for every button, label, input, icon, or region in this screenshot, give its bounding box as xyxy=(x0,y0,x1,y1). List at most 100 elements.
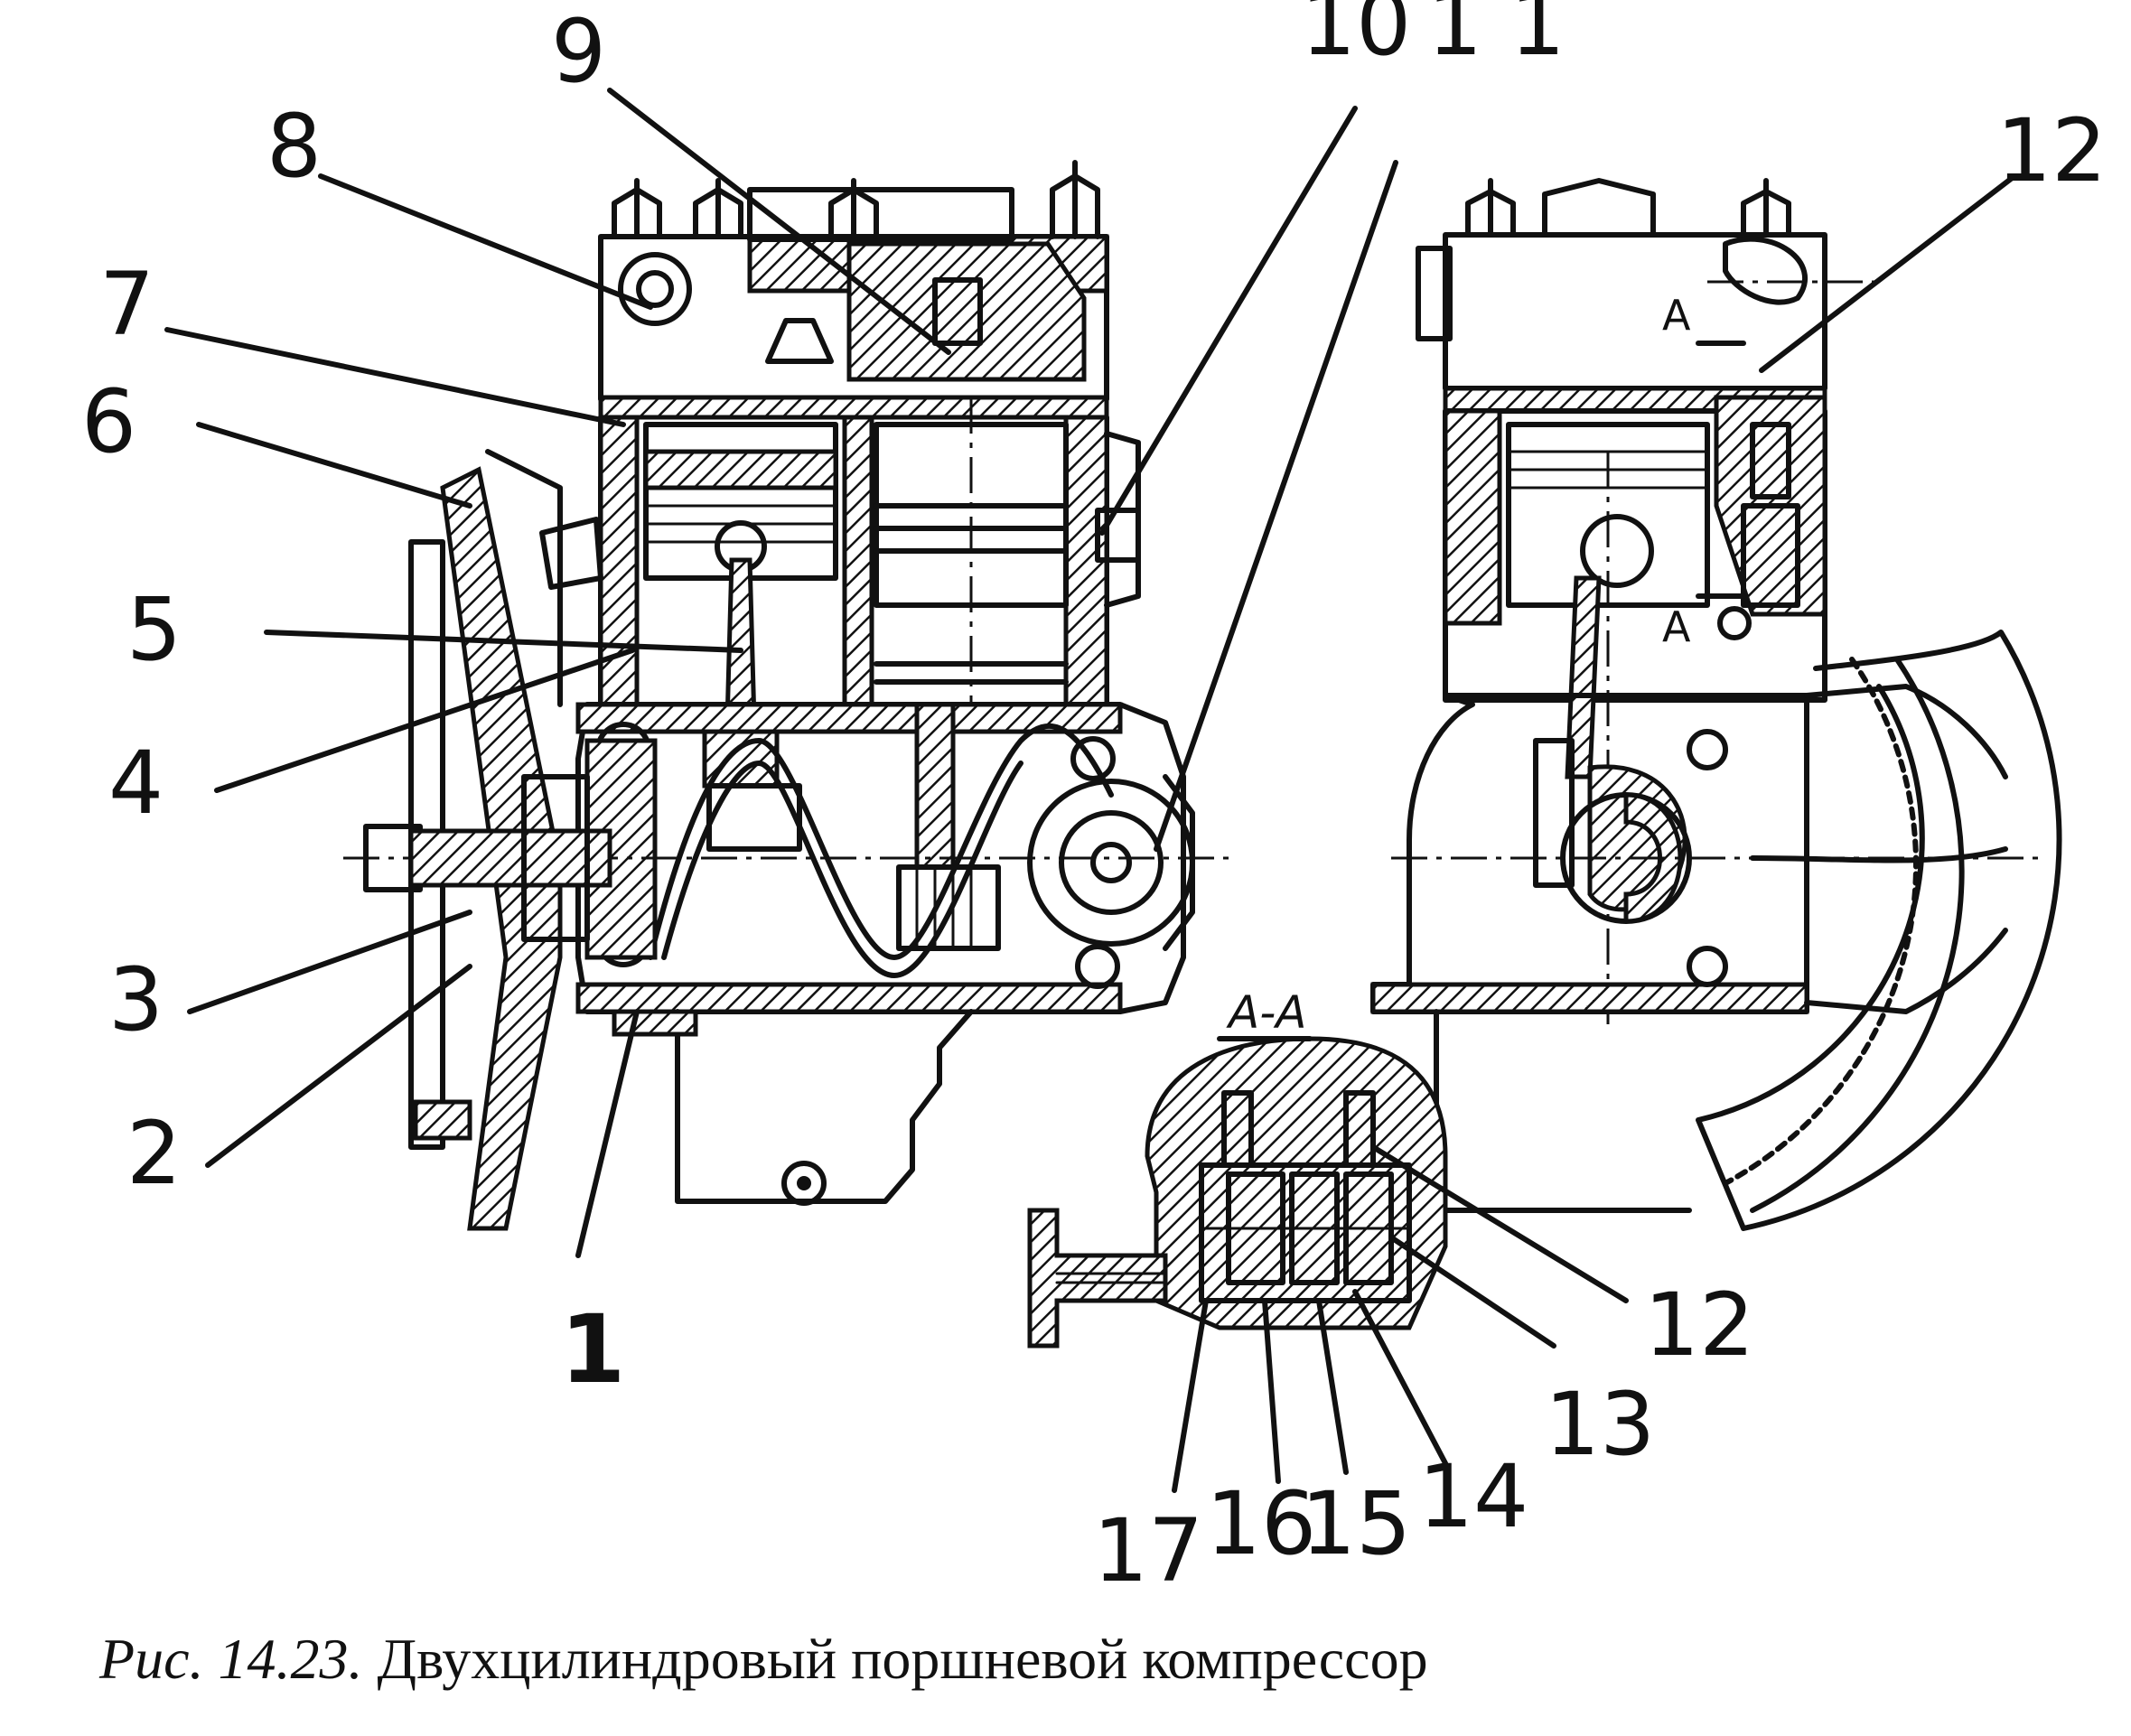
leader-13 xyxy=(1388,1235,1556,1349)
outlet-pipe xyxy=(1027,1208,1168,1349)
side-head-boss xyxy=(1416,246,1453,341)
discharge-valve-body xyxy=(846,241,1087,382)
left-piston xyxy=(643,422,838,581)
callout-15: 15 xyxy=(1301,1473,1411,1574)
callout-7: 7 xyxy=(99,254,154,355)
side-piston-pin xyxy=(1580,514,1654,588)
leader-7 xyxy=(164,327,626,427)
drive-shaft xyxy=(408,828,612,888)
inlet-valve xyxy=(765,318,834,364)
shaft-seal xyxy=(521,774,590,942)
leader-15 xyxy=(1316,1298,1349,1475)
section-mark-upper: A xyxy=(1662,291,1691,340)
callout-12-detail: 12 xyxy=(1644,1274,1754,1376)
crankcase-top-flange xyxy=(575,702,1123,734)
side-head-bolts xyxy=(1465,178,1791,238)
leader-17 xyxy=(1172,1298,1209,1493)
side-head-cover xyxy=(1542,178,1656,238)
valve-cavity xyxy=(1199,1162,1412,1303)
leader-11 xyxy=(1154,160,1398,852)
callout-9: 9 xyxy=(551,1,606,102)
callout-13: 13 xyxy=(1545,1374,1655,1475)
callout-5: 5 xyxy=(126,579,182,680)
callout-10: 10 xyxy=(1301,0,1411,75)
valve-stud-right xyxy=(1343,1090,1376,1168)
pulley-key xyxy=(413,1099,472,1141)
pulley-web-upper xyxy=(485,449,563,707)
head-cover xyxy=(747,187,1014,242)
rear-gear-hub xyxy=(1059,810,1164,915)
callout-2: 2 xyxy=(126,1103,182,1204)
side-jacket-left xyxy=(1443,408,1502,626)
leader-1 xyxy=(575,1009,640,1258)
head-gasket xyxy=(598,395,1109,420)
callout-numbers: 1 2 3 4 5 6 7 8 9 10 1 1 12 12 13 14 15 … xyxy=(81,0,2107,1601)
side-valve-upper xyxy=(1750,422,1791,499)
inlet-port-inner xyxy=(636,270,674,308)
leader-12-detail xyxy=(1370,1144,1629,1303)
leader-9 xyxy=(607,88,951,355)
callout-8: 8 xyxy=(266,96,322,197)
callout-17: 17 xyxy=(1093,1500,1203,1601)
valve-stud-left xyxy=(1221,1090,1254,1168)
side-port xyxy=(1723,236,1808,305)
side-oil-sump xyxy=(1434,1009,1692,1213)
callout-4: 4 xyxy=(108,733,164,834)
crankcase xyxy=(575,702,1186,1014)
side-base-flange xyxy=(1370,982,1809,1014)
figure-title: Двухцилиндровый поршневой компрессор xyxy=(377,1627,1428,1691)
section-title: A-A xyxy=(1226,986,1306,1039)
head-bolts xyxy=(612,160,1100,239)
rear-gear xyxy=(1027,779,1195,947)
fan-bracket xyxy=(539,517,603,590)
callout-16: 16 xyxy=(1206,1473,1316,1574)
inlet-port xyxy=(618,252,692,326)
leader-lines xyxy=(164,88,2017,1493)
leader-16 xyxy=(1262,1298,1281,1484)
flywheel-spoke-bottom xyxy=(1804,928,2008,1014)
left-cylinder-wall xyxy=(598,415,640,718)
leader-4 xyxy=(214,648,635,793)
side-view xyxy=(1370,178,2062,1231)
flywheel-spoke-mid xyxy=(1750,846,2008,863)
rod-cap-left xyxy=(706,783,802,852)
callout-1: 1 xyxy=(560,1294,625,1405)
section-a-a-view xyxy=(1027,1036,1448,1349)
leader-8 xyxy=(318,173,653,310)
right-cylinder-wall xyxy=(1063,415,1109,727)
rod-big-end-right xyxy=(896,864,1001,951)
flywheel-spoke-top xyxy=(1804,684,2008,779)
drain-plug xyxy=(781,1161,827,1206)
leader-3 xyxy=(187,910,472,1014)
side-valve-lower xyxy=(1741,503,1800,608)
callout-3: 3 xyxy=(108,949,164,1050)
leader-12-top xyxy=(1759,173,2017,373)
leader-5 xyxy=(264,630,743,653)
connecting-rod-left xyxy=(724,557,757,725)
leader-14 xyxy=(1352,1289,1448,1466)
valve-spring xyxy=(932,277,983,346)
figure-label: Рис. 14.23. xyxy=(99,1627,363,1691)
leader-6 xyxy=(196,422,472,509)
side-crank-cheek xyxy=(1623,792,1683,924)
section-mark-lower: A xyxy=(1662,602,1691,651)
side-rod-bolt xyxy=(1533,738,1575,888)
piston-crown xyxy=(643,449,838,490)
oil-sump xyxy=(675,1009,974,1204)
callout-11: 1 1 xyxy=(1427,0,1566,75)
pulley-disc xyxy=(408,539,445,1150)
callout-12-top: 12 xyxy=(1996,100,2107,201)
front-section-view xyxy=(343,160,1229,1231)
leader-2 xyxy=(205,964,472,1168)
crankshaft xyxy=(648,723,1114,960)
sump-flange xyxy=(612,1009,698,1037)
figure-caption: Рис. 14.23. Двухцилиндровый поршневой ко… xyxy=(99,1626,1428,1693)
leader-10 xyxy=(1099,106,1358,536)
callout-6: 6 xyxy=(81,371,136,472)
middle-cylinder-wall xyxy=(842,415,874,727)
callout-14: 14 xyxy=(1418,1446,1528,1547)
crank-pin-right xyxy=(914,702,956,870)
rear-cover xyxy=(1163,774,1195,951)
crankcase-bottom-flange xyxy=(575,982,1123,1014)
